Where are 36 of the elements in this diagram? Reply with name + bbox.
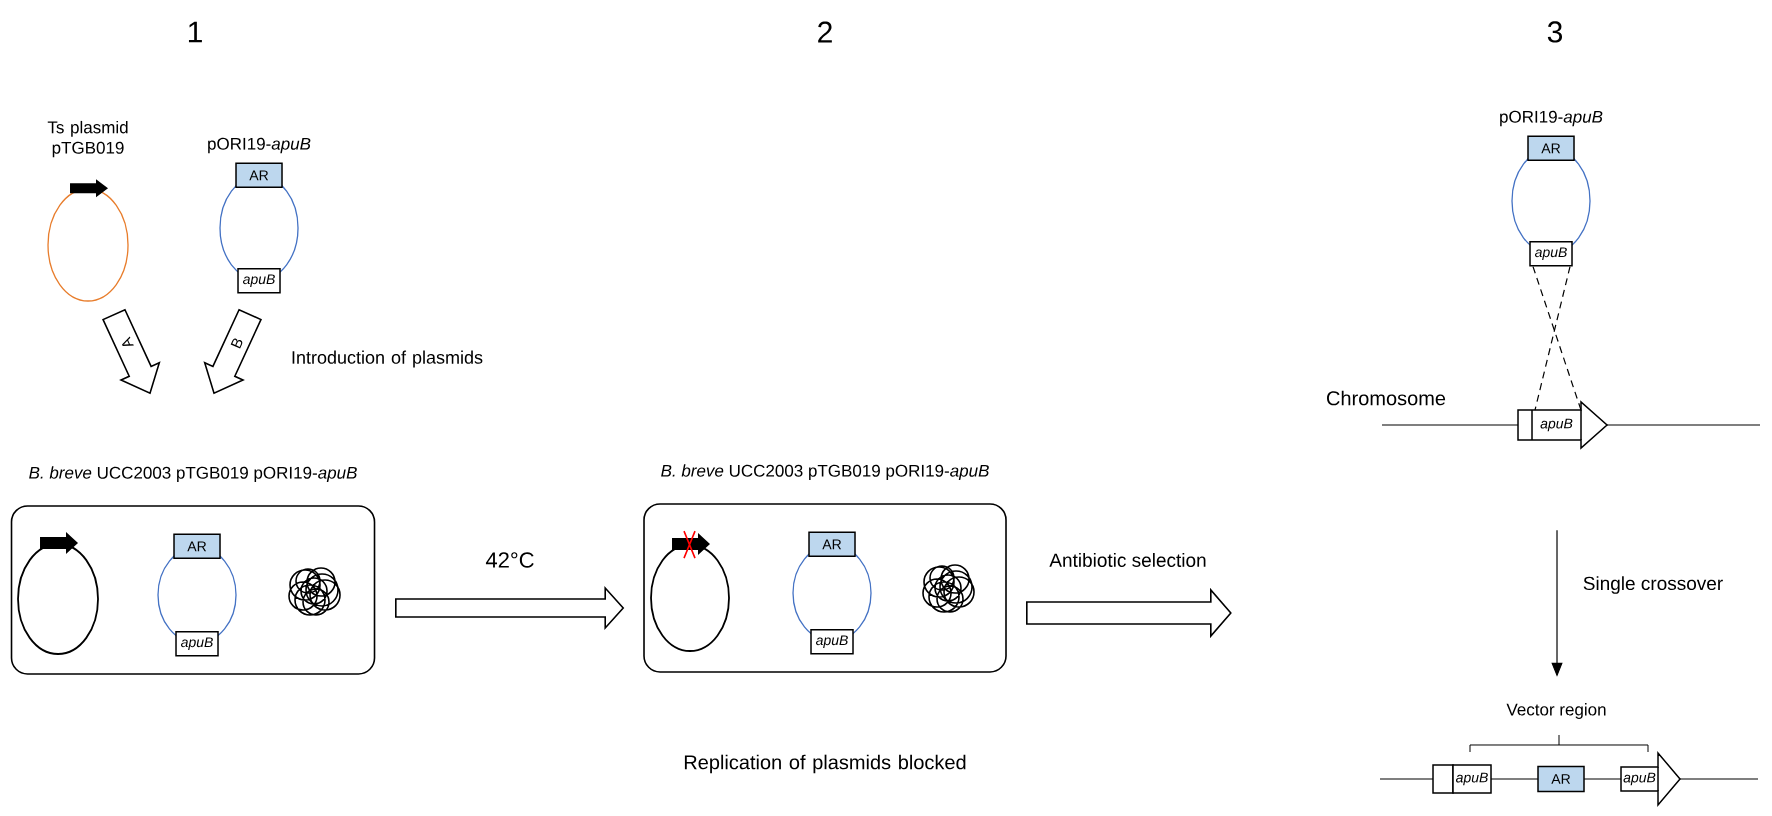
chromosome-tangle-drawing bbox=[288, 567, 341, 616]
edge-label: 42°C bbox=[484, 551, 536, 569]
chromosome-tangle-drawing bbox=[922, 564, 975, 613]
block-arrow bbox=[395, 585, 625, 631]
annotation-text: Introduction of plasmids bbox=[292, 350, 483, 368]
gene-box: apuB bbox=[237, 267, 281, 294]
plasmid-drawing bbox=[157, 533, 237, 657]
gene-box: AR bbox=[808, 531, 856, 558]
cell-label: B. breve UCC2003 pTGB019 pORI19-apuB bbox=[661, 464, 989, 481]
dashed-line bbox=[1532, 266, 1582, 411]
step-number: 3 bbox=[1547, 21, 1563, 43]
gene-box: apuB bbox=[1529, 240, 1573, 267]
edge-label: B bbox=[229, 335, 245, 351]
gene-box: AR bbox=[173, 533, 221, 560]
annotation-text: Chromosome bbox=[1327, 390, 1446, 406]
block-arrow bbox=[1026, 587, 1232, 639]
gene-box: apuB bbox=[175, 630, 219, 657]
gene-box: apuB bbox=[1432, 764, 1492, 794]
region-label: Vector region bbox=[1506, 703, 1606, 719]
gene-box: apuB bbox=[810, 628, 854, 655]
step-number: 1 bbox=[188, 21, 202, 43]
annotation-text: Replication of plasmids blocked bbox=[684, 754, 966, 774]
step-number: 2 bbox=[818, 21, 832, 43]
dashed-line bbox=[1534, 266, 1571, 411]
gene-box: AR bbox=[235, 162, 283, 189]
plasmid-label: pORI19-apuB bbox=[208, 137, 311, 154]
edge-label: A bbox=[119, 335, 135, 351]
block-arrow bbox=[102, 308, 161, 395]
cell-label: B. breve UCC2003 pTGB019 pORI19-apuB bbox=[29, 466, 357, 483]
gene-box: AR bbox=[1537, 765, 1585, 793]
edge-label: Antibiotic selection bbox=[1048, 552, 1208, 568]
edge-label: Single crossover bbox=[1581, 575, 1725, 595]
plasmid-label: Ts plasmid pTGB019 bbox=[47, 120, 128, 158]
plasmid-label: pORI19-apuB bbox=[1500, 110, 1603, 127]
plasmid-drawing bbox=[792, 531, 872, 655]
gene-box: AR bbox=[1527, 135, 1575, 162]
